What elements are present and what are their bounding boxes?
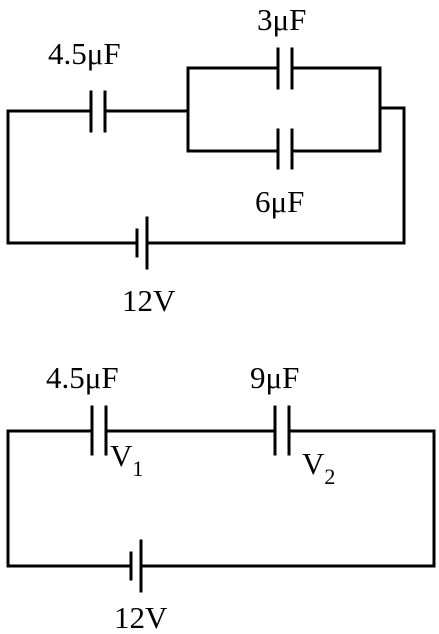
capacitor-4.5uF-bottom [90, 405, 108, 456]
label-3uF: 3μF [257, 2, 306, 37]
capacitor-6uF [186, 128, 382, 170]
capacitor-3uF [186, 47, 382, 90]
label-V1: V1 [110, 438, 143, 481]
label-12V-bottom: 12V [114, 600, 168, 634]
label-V2: V2 [302, 446, 335, 489]
circuit-2: 4.5μF 9μF V1 V2 12V [6, 360, 436, 634]
label-12V-top: 12V [122, 283, 176, 318]
label-4.5uF-bottom: 4.5μF [46, 360, 119, 395]
label-4.5uF: 4.5μF [48, 36, 121, 71]
circuit-1: 4.5μF 12V 3μF 6μF [6, 2, 406, 318]
capacitor-9uF [273, 405, 291, 456]
label-9uF: 9μF [250, 360, 299, 395]
capacitor-4.5uF-top [6, 90, 190, 133]
label-6uF: 6μF [255, 184, 304, 219]
